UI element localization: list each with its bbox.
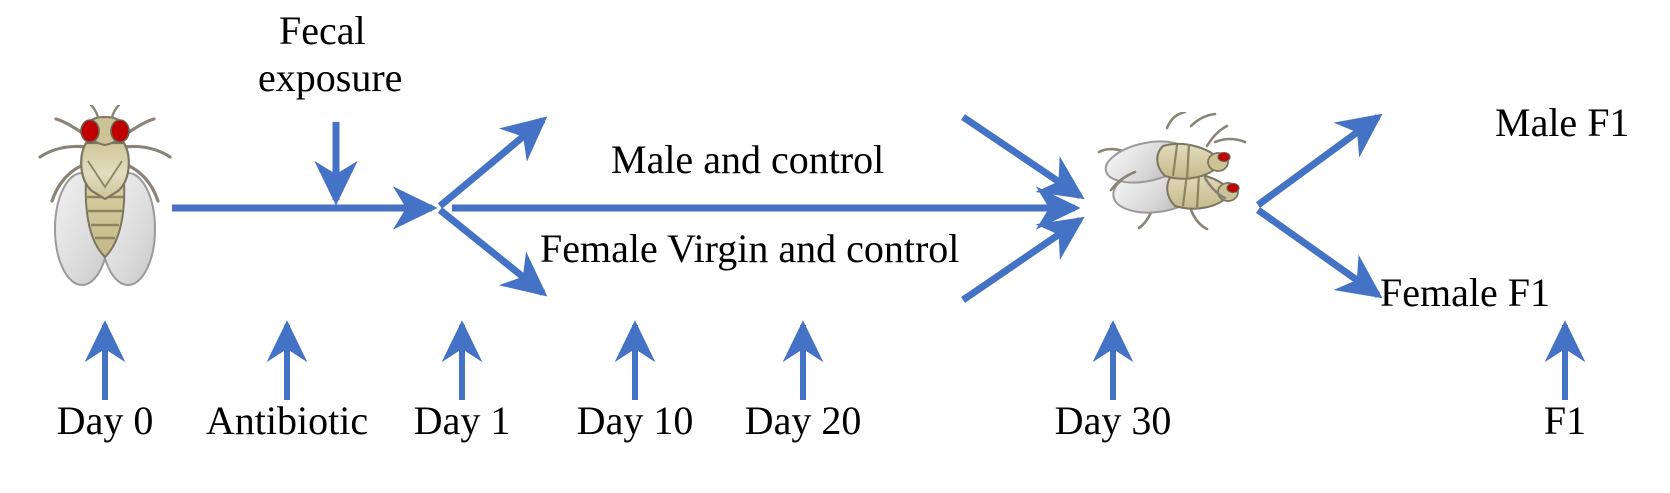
arrow-output-female-f1 xyxy=(1255,207,1383,299)
timeline-label-day-30: Day 30 xyxy=(1054,398,1172,443)
arrow-converge-bottom xyxy=(961,216,1085,303)
timeline-label-antibiotic: Antibiotic xyxy=(205,398,369,443)
output-male-f1-label: Male F1 xyxy=(1495,100,1630,145)
fecal-exposure-label-line2: exposure xyxy=(258,55,403,100)
arrow-branch-down xyxy=(437,207,548,297)
timeline-label-day-10: Day 10 xyxy=(576,398,694,443)
arrow-converge-top xyxy=(961,114,1085,200)
drosophila-single-fly-icon xyxy=(30,103,180,295)
drosophila-mating-pair-icon xyxy=(1095,110,1250,231)
fecal-exposure-label-line1: Fecal xyxy=(279,8,366,53)
output-female-f1-label: Female F1 xyxy=(1380,270,1550,315)
timeline-label-day-1: Day 1 xyxy=(413,398,511,443)
branch-bottom-label: Female Virgin and control xyxy=(540,226,960,271)
timeline-label-f1: F1 xyxy=(1543,398,1587,443)
timeline-label-day-20: Day 20 xyxy=(744,398,862,443)
arrow-branch-up xyxy=(437,116,548,209)
timeline-tick-arrows xyxy=(84,320,1586,400)
arrow-output-male-f1 xyxy=(1255,113,1383,208)
timeline-label-day-0: Day 0 xyxy=(56,398,154,443)
branch-top-label: Male and control xyxy=(611,137,885,182)
